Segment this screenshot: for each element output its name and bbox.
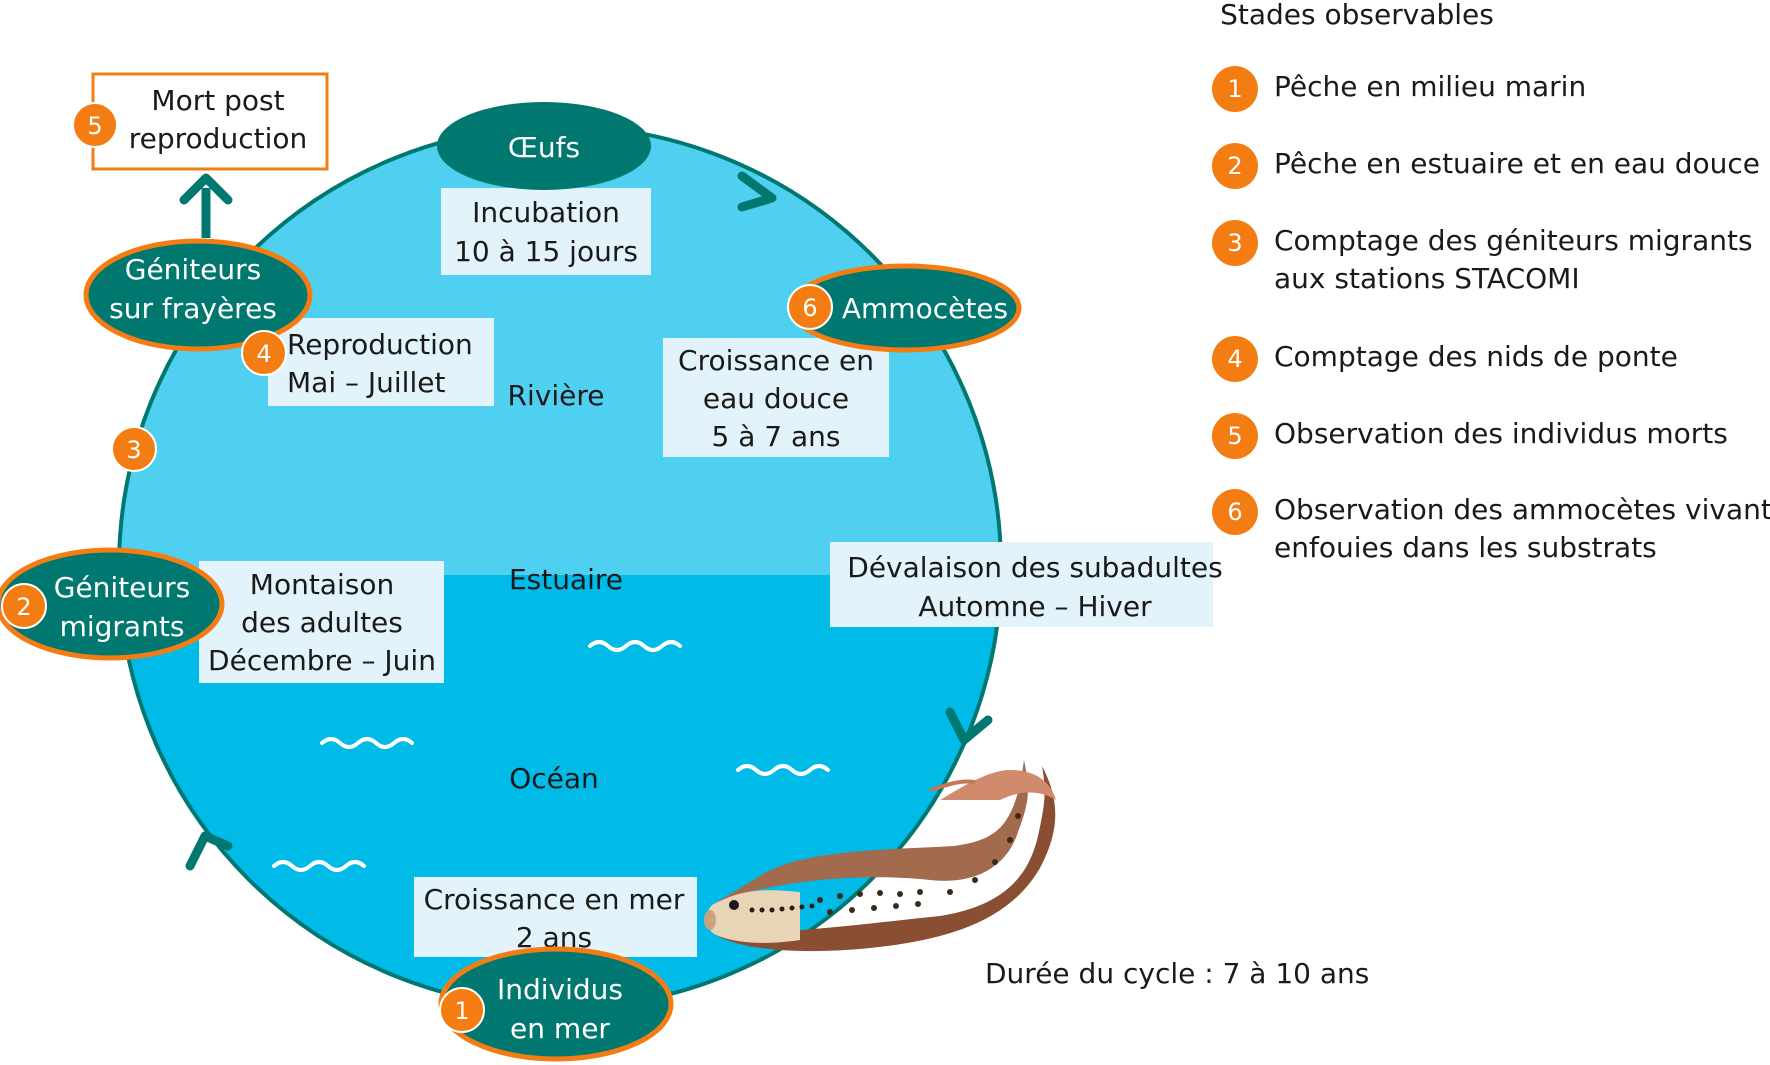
legend-badge: 2: [1212, 143, 1258, 189]
svg-text:Décembre – Juin: Décembre – Juin: [208, 644, 436, 677]
badge-migrants: 2: [1, 583, 47, 629]
montaison-box: Montaison des adultes Décembre – Juin: [199, 561, 444, 683]
stage-ammocetes: Ammocètes: [788, 263, 1022, 353]
svg-text:migrants: migrants: [60, 610, 185, 643]
incubation-box: Incubation 10 à 15 jours: [441, 188, 651, 275]
legend-badge: 6: [1212, 489, 1258, 535]
stage-individus-mer: Individus en mer: [438, 946, 674, 1062]
legend-title: Stades observables: [1220, 0, 1494, 31]
waves: [272, 640, 830, 872]
svg-text:Croissance en mer: Croissance en mer: [424, 883, 685, 916]
svg-text:Mai – Juillet: Mai – Juillet: [287, 366, 445, 399]
svg-text:6: 6: [802, 294, 817, 322]
stage-geniteurs-migrants: Géniteurs migrants: [0, 547, 225, 661]
wave-icon: [320, 737, 414, 749]
wave-icon: [736, 764, 830, 776]
svg-text:3: 3: [126, 436, 141, 464]
up-arrow-icon: [179, 173, 233, 238]
svg-text:10 à 15 jours: 10 à 15 jours: [454, 235, 638, 268]
legend-badge: 4: [1212, 336, 1258, 382]
zone-label-ocean: Océan: [509, 762, 599, 795]
mort-label-line2: reproduction: [129, 122, 307, 155]
cycle-arrow-icon: [737, 171, 777, 212]
lamprey-eye: [729, 900, 739, 910]
svg-text:Dévalaison des subadultes: Dévalaison des subadultes: [847, 551, 1222, 584]
badge-individus: 1: [439, 987, 485, 1033]
croissance-eau-douce-box: Croissance en eau douce 5 à 7 ans: [663, 338, 889, 457]
croissance-mer-box: Croissance en mer 2 ans: [414, 877, 697, 957]
legend-text: Observation des individus morts: [1274, 417, 1728, 450]
svg-text:Reproduction: Reproduction: [287, 328, 473, 361]
legend-badge: 5: [1212, 413, 1258, 459]
svg-text:Incubation: Incubation: [472, 196, 620, 229]
svg-text:eau douce: eau douce: [703, 382, 849, 415]
legend-badge: 3: [1212, 220, 1258, 266]
svg-text:en mer: en mer: [510, 1012, 610, 1045]
svg-text:Ammocètes: Ammocètes: [842, 292, 1008, 325]
reproduction-box: Reproduction Mai – Juillet: [268, 318, 494, 406]
svg-text:5: 5: [87, 112, 102, 140]
badge-reproduction: 4: [241, 330, 287, 376]
badge-mort: 5: [72, 102, 118, 148]
svg-text:Géniteurs: Géniteurs: [125, 253, 262, 286]
legend-text: Comptage des géniteurs migrants aux stat…: [1274, 224, 1753, 295]
svg-text:Croissance en: Croissance en: [678, 344, 874, 377]
zone-label-estuaire: Estuaire: [509, 563, 623, 596]
legend-text: Comptage des nids de ponte: [1274, 340, 1678, 373]
svg-text:Œufs: Œufs: [508, 131, 580, 164]
svg-text:des adultes: des adultes: [241, 606, 403, 639]
stage-geniteurs-frayeres: Géniteurs sur frayères: [83, 238, 313, 352]
svg-text:2: 2: [16, 593, 31, 621]
legend-text: Pêche en estuaire et en eau douce: [1274, 147, 1761, 180]
svg-text:1: 1: [454, 997, 469, 1025]
legend-text: Pêche en milieu marin: [1274, 70, 1587, 103]
cycle-arrow-icon: [945, 707, 993, 745]
lamprey-illustration: [704, 760, 1056, 952]
devalaison-box: Dévalaison des subadultes Automne – Hive…: [830, 542, 1223, 627]
mort-label-line1: Mort post: [151, 84, 284, 117]
legend-badge: 1: [1212, 66, 1258, 112]
svg-text:Automne – Hiver: Automne – Hiver: [918, 590, 1152, 623]
svg-text:Individus: Individus: [497, 973, 623, 1006]
cycle-duration: Durée du cycle : 7 à 10 ans: [985, 957, 1370, 990]
svg-text:sur frayères: sur frayères: [109, 292, 277, 325]
zone-label-riviere: Rivière: [508, 379, 605, 412]
svg-text:Montaison: Montaison: [250, 568, 394, 601]
cycle-arrow-icon: [185, 831, 233, 871]
badge-side: 3: [111, 426, 157, 472]
stage-oeufs: Œufs: [437, 102, 651, 190]
wave-icon: [272, 860, 366, 872]
mort-box: [91, 72, 329, 171]
legend-text: Observation des ammocètes vivant enfouie…: [1274, 493, 1770, 564]
wave-icon: [588, 640, 682, 652]
svg-text:5 à 7 ans: 5 à 7 ans: [712, 420, 841, 453]
badge-ammocetes: 6: [787, 284, 833, 330]
svg-text:4: 4: [256, 340, 271, 368]
svg-text:Géniteurs: Géniteurs: [54, 571, 191, 604]
